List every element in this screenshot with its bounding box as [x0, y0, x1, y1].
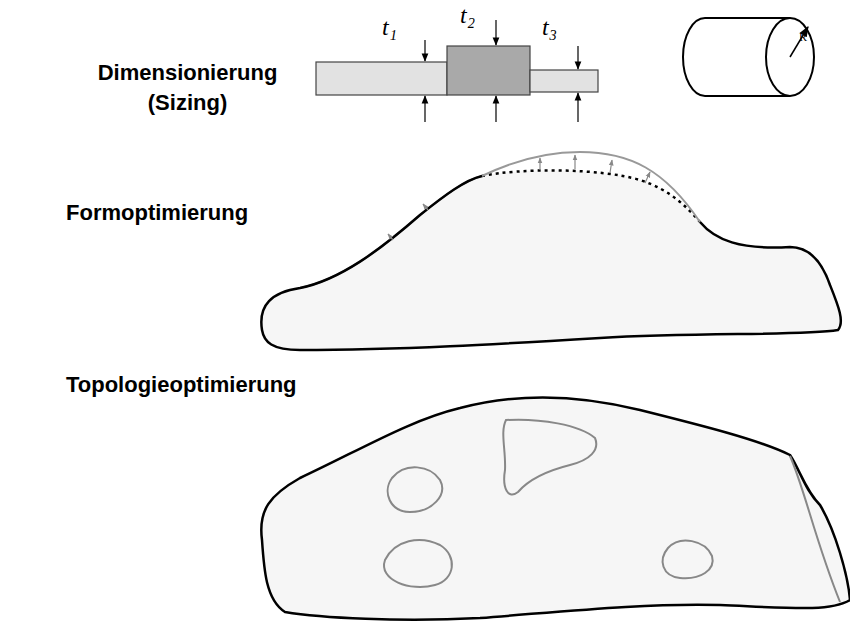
topology-optimization-body	[261, 397, 850, 619]
row-title: Formoptimierung	[66, 198, 296, 228]
sizing-bars	[316, 46, 598, 95]
dimension-label: t₂	[460, 2, 494, 28]
dimension-label: t₃	[542, 14, 576, 40]
radius-label: R	[799, 30, 813, 44]
shape-optimization-body	[261, 152, 841, 350]
bar-3	[530, 70, 598, 92]
row-title: Dimensionierung (Sizing)	[80, 58, 295, 118]
bar-2	[447, 46, 530, 95]
dimension-label: t₁	[382, 14, 422, 40]
cylinder	[683, 18, 814, 96]
bar-1	[316, 62, 447, 95]
row-title: Topologieoptimierung	[66, 370, 326, 400]
